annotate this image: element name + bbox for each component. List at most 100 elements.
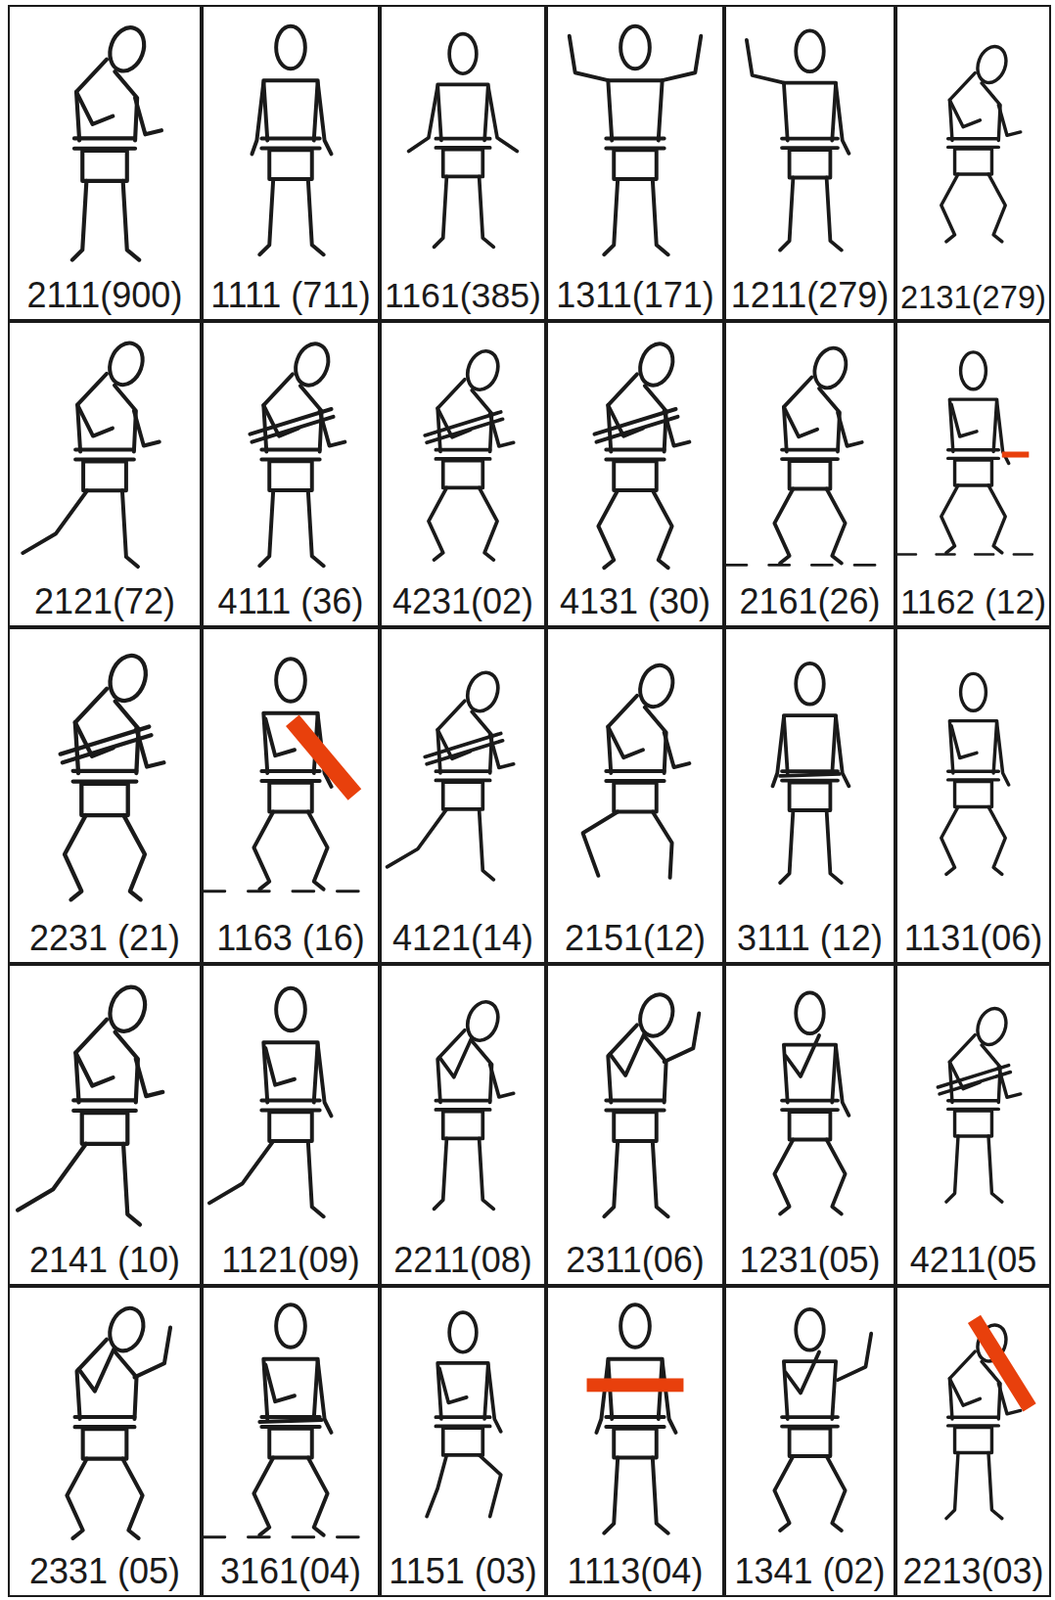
legs: [774, 1140, 845, 1215]
chest-band: [594, 409, 678, 443]
pose-code: 2213(03): [902, 1551, 1044, 1592]
hips: [613, 782, 657, 813]
stick-figure: [203, 10, 378, 271]
head: [634, 339, 679, 391]
pose-code: 3161(04): [220, 1551, 362, 1592]
figure-cell: 4111 (36): [201, 321, 380, 628]
figure-cell: 2331 (05): [7, 1285, 202, 1598]
stick-figure: [548, 326, 723, 577]
torso: [949, 73, 1001, 141]
code-box: 4131 (30): [548, 582, 723, 622]
figure-cell: 1121(09): [201, 963, 380, 1286]
belt: [948, 1417, 1000, 1426]
stick-figure: [9, 969, 200, 1236]
pose-code: 1231(05): [738, 1239, 880, 1281]
arms: [251, 82, 331, 154]
legs: [946, 1452, 1003, 1518]
hips: [789, 782, 831, 812]
figure-cell: 1162 (12): [895, 321, 1052, 628]
torso: [607, 80, 662, 140]
head: [634, 990, 679, 1042]
head: [634, 660, 679, 712]
red-object: [285, 715, 362, 801]
legs: [774, 489, 845, 564]
ground-line: [897, 552, 1050, 556]
head: [972, 42, 1011, 87]
arms: [439, 1365, 502, 1432]
figure-cell: 2161(26): [724, 321, 896, 628]
stick-figure: [203, 969, 378, 1236]
code-box: 1151 (03): [381, 1552, 545, 1592]
stick-figure: [897, 1291, 1050, 1547]
head: [961, 673, 987, 711]
legs: [387, 809, 495, 880]
code-box: 1211(279): [726, 275, 894, 316]
pose-code: 1151 (03): [388, 1551, 537, 1592]
code-box: 2151(12): [548, 918, 723, 959]
code-box: 4231(02): [381, 582, 545, 622]
belt: [435, 450, 490, 459]
legs: [583, 812, 673, 878]
legs: [253, 1458, 327, 1536]
legs: [433, 1138, 494, 1209]
pose-code: 2231 (21): [29, 917, 181, 959]
head: [461, 346, 504, 394]
ground-line: [203, 1535, 378, 1539]
code-box: 1113(04): [548, 1552, 723, 1592]
belt: [261, 138, 320, 149]
legs: [428, 487, 498, 560]
belt: [259, 1417, 322, 1427]
head: [795, 30, 825, 72]
hips: [613, 460, 657, 491]
red-object: [1002, 452, 1030, 459]
figure-cell: 3161(04): [201, 1285, 380, 1598]
stick-figure: [381, 633, 545, 914]
arms: [439, 1037, 514, 1098]
arms: [76, 91, 162, 135]
hips: [269, 782, 313, 813]
hips: [269, 1111, 313, 1142]
stick-figure: [9, 10, 200, 271]
code-box: 1311(171): [548, 275, 723, 316]
stick-figure: [548, 633, 723, 914]
hips: [443, 460, 484, 489]
pose-code: 2311(06): [565, 1239, 704, 1281]
hips: [613, 149, 657, 180]
code-box: 2231 (21): [9, 918, 200, 959]
figure-cell: 4211(05: [895, 963, 1052, 1286]
stick-figure: [548, 1291, 723, 1547]
arms: [75, 1053, 163, 1097]
pose-code: 4131 (30): [559, 581, 711, 622]
stick-figure: [548, 10, 723, 271]
stick-figure: [203, 633, 378, 914]
belt: [948, 450, 1000, 459]
pose-code: 1341 (02): [733, 1551, 885, 1592]
hips: [955, 781, 993, 808]
figure-cell: 1151 (03): [379, 1285, 547, 1598]
stick-figure: [897, 969, 1050, 1236]
torso: [607, 695, 666, 774]
pose-code: 1162 (12): [900, 582, 1047, 622]
arms: [265, 1361, 331, 1433]
pose-code: 2111(900): [27, 275, 184, 316]
hips: [789, 149, 831, 179]
figure-cell: 1341 (02): [724, 1285, 896, 1598]
hips: [443, 1111, 484, 1140]
hips: [82, 1112, 129, 1145]
stick-figure: [9, 633, 200, 914]
pose-code: 1211(279): [731, 275, 889, 316]
legs: [946, 1136, 1003, 1202]
code-box: 4211(05: [897, 1240, 1050, 1281]
code-box: 2121(72): [9, 582, 200, 622]
stick-figure: [381, 326, 545, 577]
pose-code: 3111 (12): [736, 917, 883, 959]
code-box: 3111 (12): [726, 918, 894, 959]
code-box: 2111(900): [9, 275, 200, 316]
code-box: 4121(14): [381, 918, 545, 959]
legs: [253, 812, 327, 890]
head: [103, 1303, 149, 1356]
head: [275, 988, 306, 1032]
belt: [948, 138, 1000, 148]
stick-figure: [203, 1291, 378, 1547]
head: [809, 343, 852, 393]
